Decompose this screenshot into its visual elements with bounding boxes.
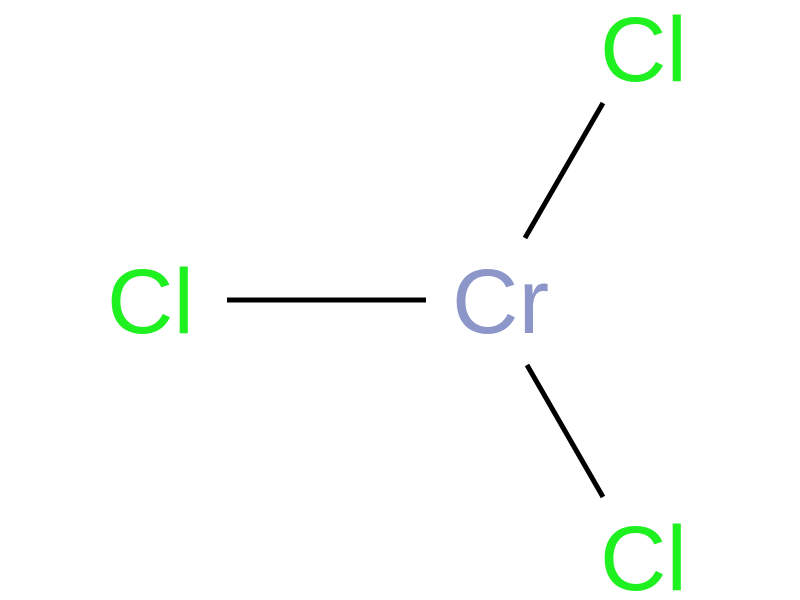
atom-cl-top: Cl <box>600 0 687 101</box>
bond-cr-cl-bottom <box>524 363 606 499</box>
atom-cl-bottom: Cl <box>600 508 687 600</box>
atom-cr: Cr <box>452 251 549 353</box>
atom-cl-left: Cl <box>107 251 194 353</box>
bond-cr-cl-top <box>522 101 606 240</box>
